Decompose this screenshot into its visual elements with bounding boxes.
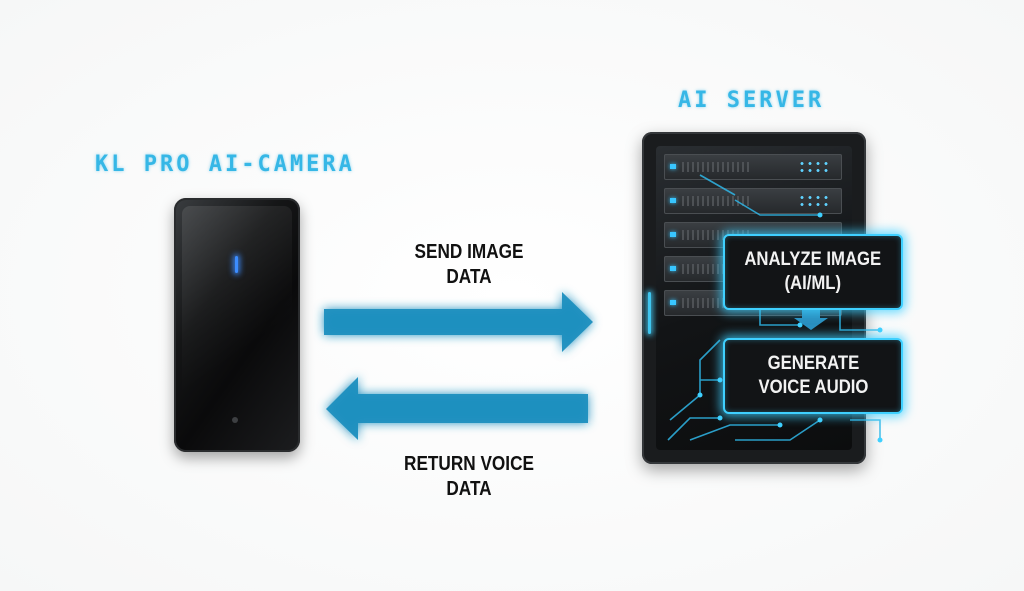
send-label-line2: DATA bbox=[446, 266, 492, 288]
analyze-step-line2: (AI/ML) bbox=[784, 273, 842, 294]
analyze-step-line1: ANALYZE IMAGE bbox=[744, 249, 882, 270]
generate-voice-step: GENERATE VOICE AUDIO bbox=[723, 338, 903, 414]
server-glow-strip bbox=[648, 292, 651, 334]
camera-status-led bbox=[235, 256, 238, 273]
return-arrow bbox=[326, 377, 588, 440]
camera-sensor-dot bbox=[232, 417, 238, 423]
analyze-image-step: ANALYZE IMAGE (AI/ML) bbox=[723, 234, 903, 310]
rack-unit bbox=[664, 188, 842, 214]
voice-step-line1: GENERATE bbox=[767, 353, 859, 374]
return-label-line2: DATA bbox=[446, 478, 492, 500]
return-label-line1: RETURN VOICE bbox=[404, 453, 534, 475]
send-label-line1: SEND IMAGE bbox=[414, 241, 524, 263]
server-title: AI SERVER bbox=[678, 88, 825, 113]
voice-step-line2: VOICE AUDIO bbox=[758, 377, 868, 398]
camera-title: KL PRO AI-CAMERA bbox=[95, 152, 355, 177]
send-arrow bbox=[324, 292, 593, 352]
rack-unit bbox=[664, 154, 842, 180]
return-flow-label: RETURN VOICE DATA bbox=[383, 452, 555, 502]
camera-device-icon bbox=[174, 198, 300, 452]
send-flow-label: SEND IMAGE DATA bbox=[383, 240, 555, 290]
process-flow-arrow bbox=[794, 308, 828, 330]
